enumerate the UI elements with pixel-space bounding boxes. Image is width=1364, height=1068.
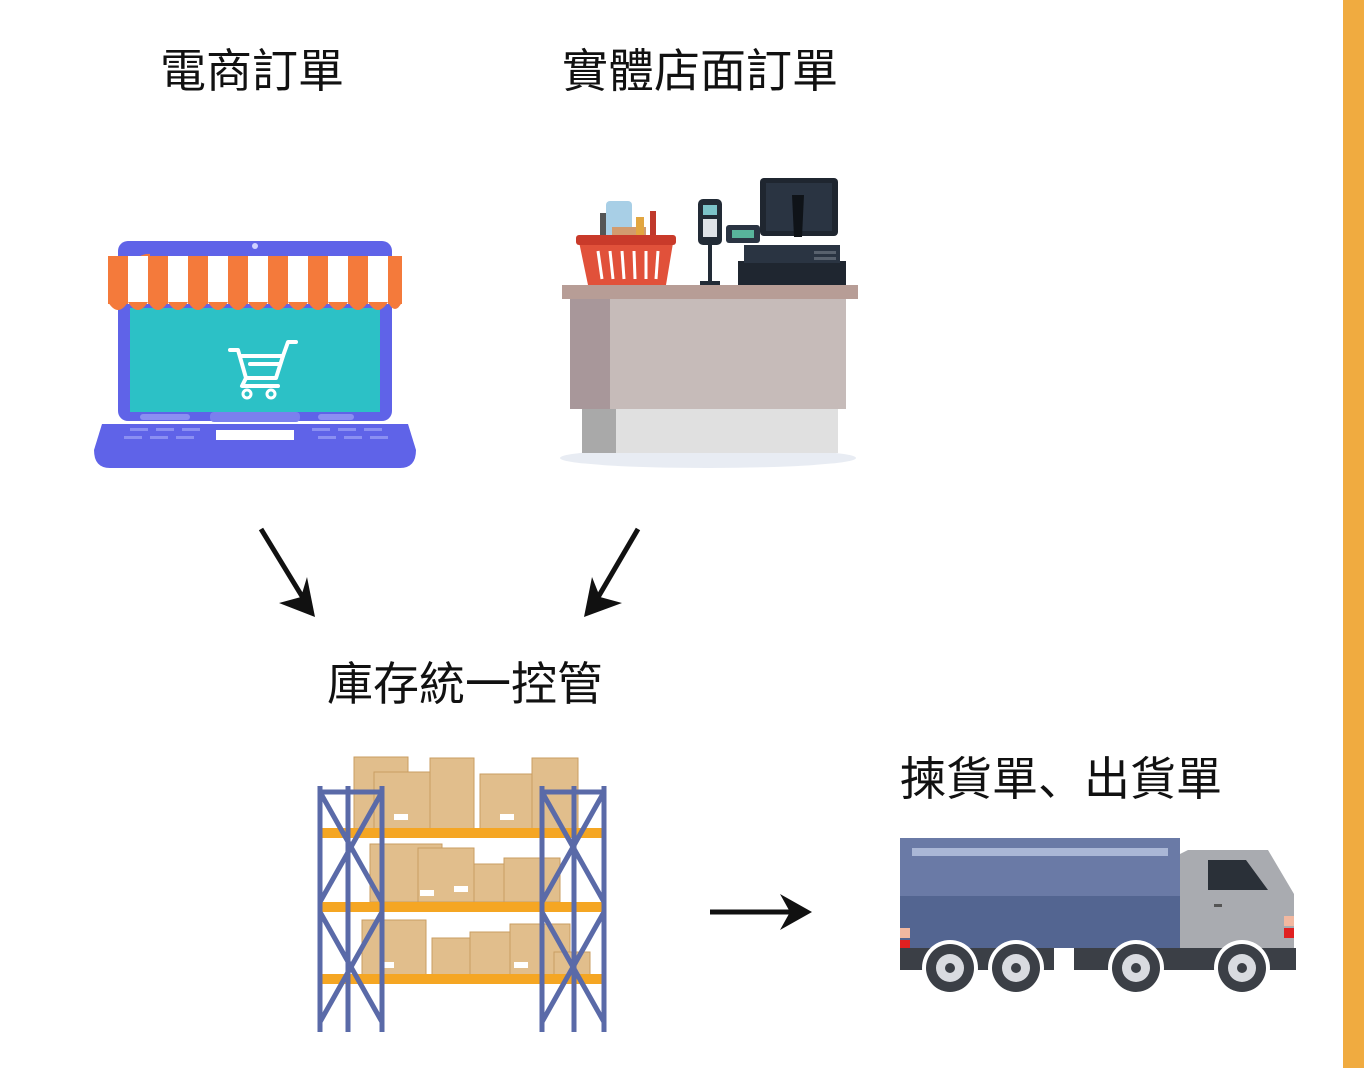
store-orders-label: 實體店面訂單 [562, 44, 838, 98]
inventory-control-label: 庫存統一控管 [327, 657, 603, 711]
picking-shipping-label: 揀貨單、出貨單 [900, 752, 1222, 806]
truck-icon [900, 838, 1296, 996]
cashier-counter-icon [560, 178, 858, 468]
accent-side-bar [1343, 0, 1364, 1068]
arrow-icon-forward [710, 894, 812, 930]
laptop-shop-icon [94, 241, 416, 468]
arrow-icon-left [258, 527, 315, 617]
warehouse-shelf-icon [317, 756, 607, 1032]
ecommerce-orders-label: 電商訂單 [160, 44, 344, 98]
arrow-icon-right [584, 527, 641, 617]
